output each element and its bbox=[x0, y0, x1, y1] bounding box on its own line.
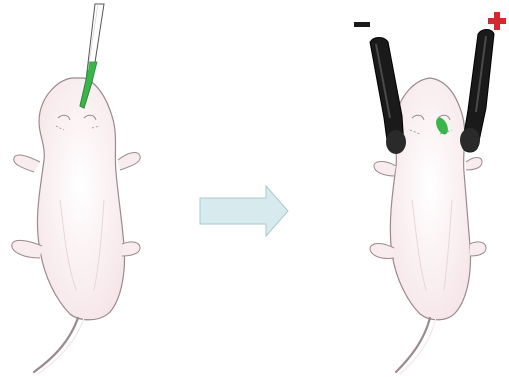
pup-body-outline bbox=[37, 78, 124, 320]
pup-paw-hind-left bbox=[370, 244, 394, 259]
pup-paw-hind-right bbox=[470, 242, 486, 256]
pup-paw-front-right bbox=[118, 153, 140, 170]
pup-paw-front-left bbox=[14, 155, 40, 172]
before-panel bbox=[12, 4, 140, 374]
pup-paw-front-right bbox=[466, 158, 482, 171]
pup-paw-front-left bbox=[374, 162, 396, 177]
pup-tail bbox=[34, 318, 78, 372]
electrode-positive bbox=[460, 30, 494, 153]
pup-body-outline bbox=[390, 78, 470, 320]
pup-paw-hind-left bbox=[12, 240, 42, 258]
electrode-negative bbox=[370, 38, 406, 155]
pup-paw-hind-right bbox=[122, 242, 140, 256]
transition-arrow bbox=[200, 186, 288, 236]
after-panel bbox=[354, 12, 506, 374]
plus-sign bbox=[488, 12, 506, 30]
minus-sign bbox=[354, 22, 370, 27]
right-arrow-icon bbox=[200, 186, 288, 236]
pup-before bbox=[12, 78, 140, 374]
